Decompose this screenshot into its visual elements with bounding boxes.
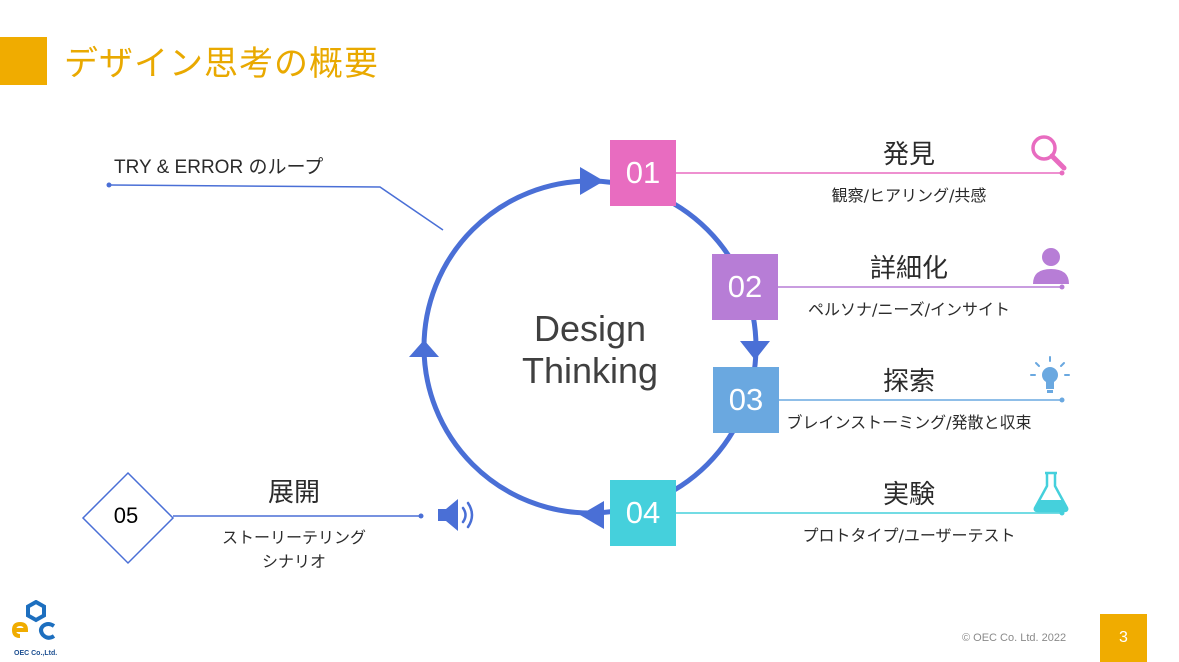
arrow-right xyxy=(740,341,770,360)
magnifier-icon xyxy=(1031,135,1067,171)
step-05-subtitle-line1: ストーリーテリング xyxy=(221,528,366,547)
step-02-box: 02 xyxy=(712,254,778,320)
step-01-subtitle: 観察/ヒアリング/共感 xyxy=(831,186,987,205)
center-label-line2: Thinking xyxy=(521,350,659,391)
step-05-subtitle: ストーリーテリング シナリオ xyxy=(214,526,374,574)
arrow-top xyxy=(580,167,604,195)
copyright: © OEC Co. Ltd. 2022 xyxy=(962,632,1067,644)
step-05-subtitle-line2: シナリオ xyxy=(261,552,326,571)
slide-title: デザイン思考の概要 xyxy=(64,44,379,84)
megaphone-icon xyxy=(438,499,474,531)
step-04-title: 実験 xyxy=(882,480,935,510)
page-number: 3 xyxy=(1100,614,1147,662)
step-03-subtitle: ブレインストーミング/発散と収束 xyxy=(786,413,1032,432)
arrow-bottom xyxy=(580,501,604,529)
diamond-05 xyxy=(81,471,175,565)
step-04-box: 04 xyxy=(610,480,676,546)
flask-icon xyxy=(1033,471,1069,513)
title-accent-bar xyxy=(0,37,47,85)
loop-pointer-line xyxy=(108,184,444,231)
step-01-box: 01 xyxy=(610,140,676,206)
center-label: Design Thinking xyxy=(490,308,690,392)
person-icon xyxy=(1033,248,1069,284)
step-03-title: 探索 xyxy=(882,367,935,397)
step-04-subtitle: プロトタイプ/ユーザーテスト xyxy=(802,526,1016,545)
loop-label: TRY & ERROR のループ xyxy=(114,157,324,178)
logo-text: OEC Co.,Ltd. xyxy=(14,650,58,657)
step-05-number: 05 xyxy=(113,503,139,528)
arrow-left xyxy=(409,340,439,357)
step-05-title: 展開 xyxy=(267,478,320,508)
step-01-title: 発見 xyxy=(882,140,935,170)
oec-logo xyxy=(11,600,56,640)
step-03-box: 03 xyxy=(713,367,779,433)
step-02-title: 詳細化 xyxy=(869,254,948,284)
lightbulb-icon xyxy=(1030,356,1070,393)
center-label-line1: Design xyxy=(533,308,647,349)
step-02-subtitle: ペルソナ/ニーズ/インサイト xyxy=(808,300,1010,319)
